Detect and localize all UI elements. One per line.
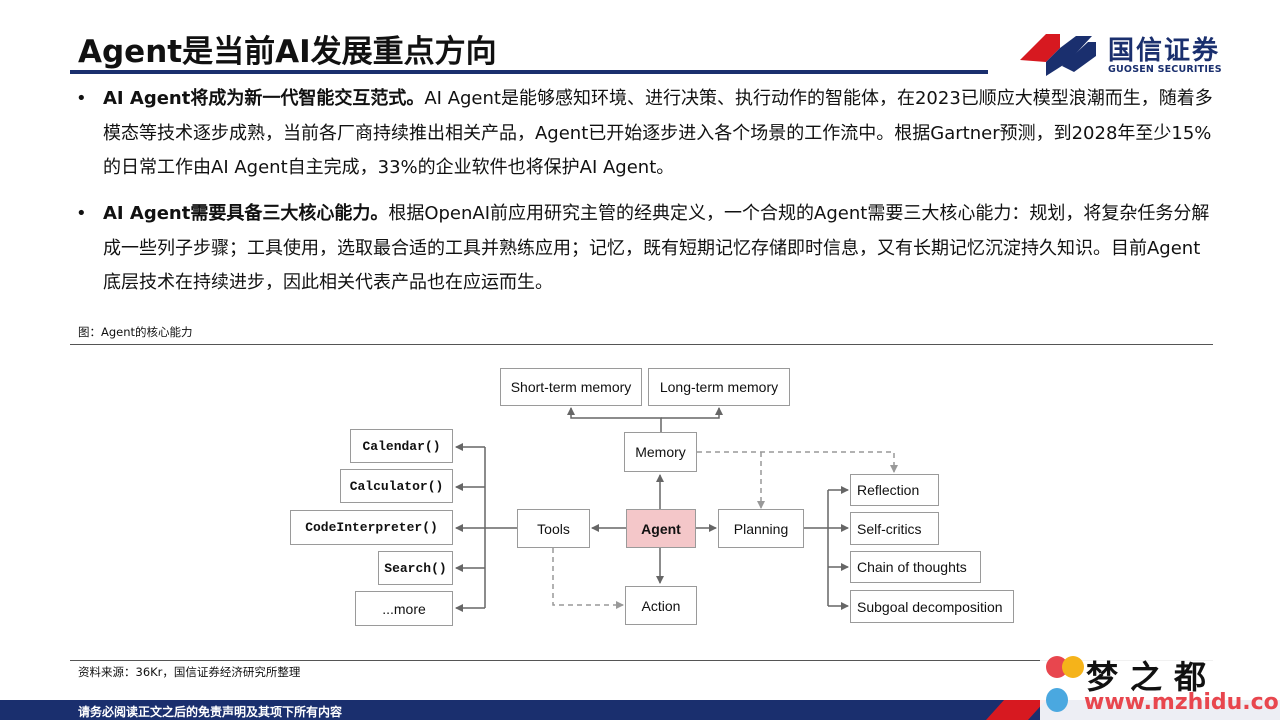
bullet-lead: AI Agent需要具备三大核心能力。 bbox=[103, 203, 389, 224]
node-search: Search() bbox=[378, 551, 453, 585]
node-self-critics: Self-critics bbox=[850, 512, 939, 545]
node-more: ...more bbox=[355, 591, 453, 626]
edge-tools-action-dashed bbox=[552, 548, 624, 609]
node-subgoal-decomposition: Subgoal decomposition bbox=[850, 590, 1014, 623]
watermark-face-blue-icon bbox=[1046, 688, 1068, 712]
guosen-logo: 国信证券 GUOSEN SECURITIES bbox=[1016, 28, 1246, 78]
node-action: Action bbox=[625, 586, 697, 625]
edge-memory-reflection-dashed bbox=[697, 451, 898, 473]
footer-disclaimer: 请务必阅读正文之后的免责声明及其项下所有内容 bbox=[78, 705, 343, 719]
bullet-marker: • bbox=[76, 88, 87, 109]
watermark-name: 梦之都 bbox=[1086, 658, 1219, 696]
watermark-url: www.mzhidu.com bbox=[1084, 690, 1280, 715]
node-tools: Tools bbox=[517, 509, 590, 548]
node-agent: Agent bbox=[626, 509, 696, 548]
bullet-lead: AI Agent将成为新一代智能交互范式。 bbox=[103, 88, 425, 109]
bullet-text: 根据OpenAI前应用研究主管的经典定义，一个合规的Agent需要三大核心能力：… bbox=[103, 203, 1210, 293]
node-chain-of-thoughts: Chain of thoughts bbox=[850, 551, 981, 583]
node-code-interpreter: CodeInterpreter() bbox=[290, 510, 453, 545]
figure-divider bbox=[70, 344, 1213, 345]
page-title: Agent是当前AI发展重点方向 bbox=[78, 34, 497, 70]
node-memory: Memory bbox=[624, 432, 697, 472]
node-short-term-memory: Short-term memory bbox=[500, 368, 642, 406]
source-divider bbox=[70, 660, 1213, 661]
footer-accent bbox=[986, 700, 1046, 720]
node-long-term-memory: Long-term memory bbox=[648, 368, 790, 406]
node-calculator: Calculator() bbox=[340, 469, 453, 503]
figure-caption: 图：Agent的核心能力 bbox=[78, 325, 193, 339]
bullet-agent-capabilities: • AI Agent需要具备三大核心能力。根据OpenAI前应用研究主管的经典定… bbox=[76, 197, 1213, 301]
title-divider bbox=[70, 70, 988, 74]
watermark-face-yellow-icon bbox=[1062, 656, 1084, 678]
logo-text-cn: 国信证券 bbox=[1108, 36, 1221, 66]
logo-text-en: GUOSEN SECURITIES bbox=[1108, 64, 1222, 75]
node-reflection: Reflection bbox=[850, 474, 939, 506]
edge-memory-short-term bbox=[567, 407, 662, 432]
bullet-agent-paradigm: • AI Agent将成为新一代智能交互范式。AI Agent是能够感知环境、进… bbox=[76, 82, 1213, 186]
footer-bar bbox=[0, 700, 1280, 720]
bullet-marker: • bbox=[76, 203, 87, 224]
node-planning: Planning bbox=[718, 509, 804, 548]
guosen-logo-icon bbox=[1020, 34, 1096, 76]
bullet-text: AI Agent是能够感知环境、进行决策、执行动作的智能体，在2023已顺应大模… bbox=[103, 88, 1213, 178]
source-note: 资料来源：36Kr，国信证券经济研究所整理 bbox=[78, 665, 301, 679]
edge-memory-long-term bbox=[661, 407, 723, 419]
node-calendar: Calendar() bbox=[350, 429, 453, 463]
